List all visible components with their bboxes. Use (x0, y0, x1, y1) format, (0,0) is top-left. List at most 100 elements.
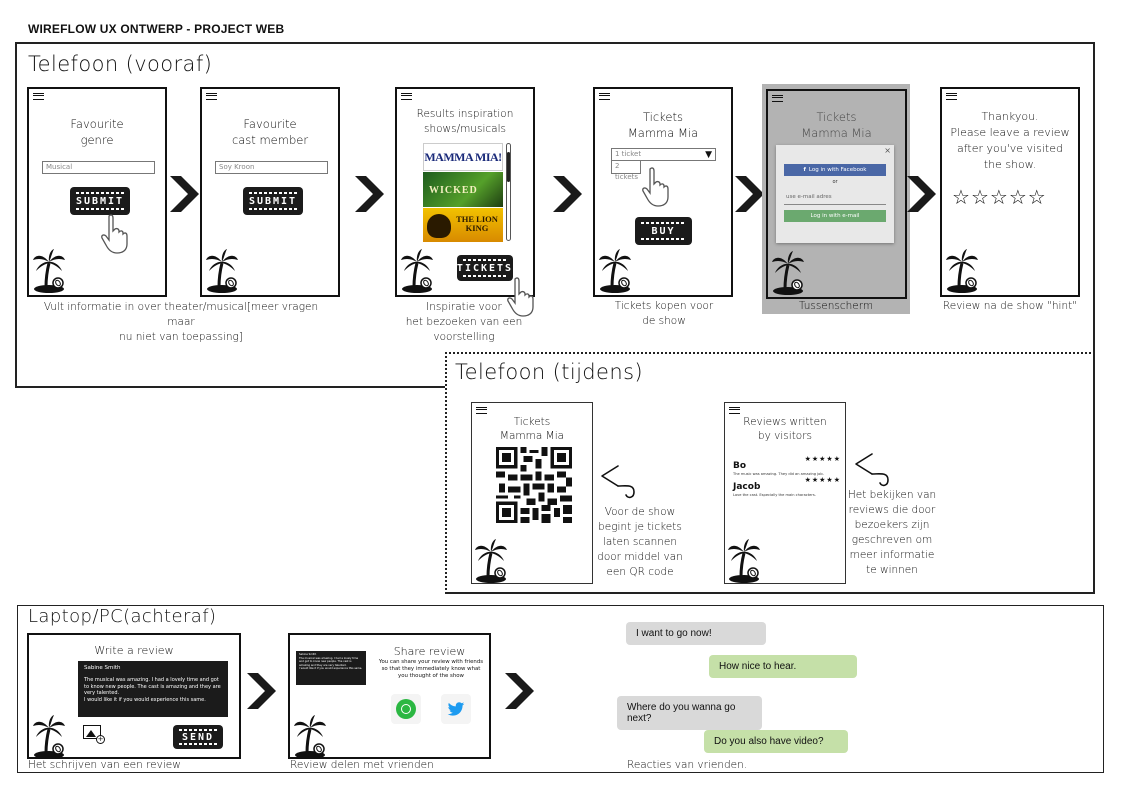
qr-code-icon (496, 447, 572, 523)
caption-genre: Vult informatie in over theater/musical[… (43, 301, 319, 343)
screen-title: Tickets Mamma Mia (801, 110, 872, 140)
tickets-button-label: TICKETS (456, 262, 514, 274)
section-after (17, 605, 1104, 773)
review-stars: ★★★★★ (804, 455, 841, 463)
chat-bubble-incoming: Where do you wanna go next? (617, 696, 762, 730)
screen-share-review: Sabine Smith The musical was amazing. I … (288, 633, 491, 759)
flow-arrow-icon (550, 174, 584, 214)
review-preview: Sabine Smith The musical was amazing. I … (296, 651, 366, 685)
document-title: WIREFLOW UX ONTWERP - PROJECT WEB (28, 22, 285, 36)
caption-write: Het schrijven van een review (28, 759, 181, 771)
rating-stars[interactable]: ☆☆☆☆☆ (952, 185, 1074, 209)
palm-logo-icon (32, 249, 66, 293)
email-input[interactable]: use e-mail adres (784, 194, 886, 205)
send-button[interactable]: SEND (173, 725, 223, 749)
screen-title: Favourite genre (70, 117, 124, 147)
caption-reviews: Het bekijken van reviews die door bezoek… (847, 489, 937, 576)
review-item: Jacob ★★★★★ Love the cast. Especially th… (733, 474, 841, 498)
ticket-select[interactable]: 1 ticket ▼ (611, 148, 716, 161)
email-login-button[interactable]: Log in with e-mail (784, 210, 886, 222)
palm-logo-icon (771, 251, 805, 295)
flow-arrow-icon (502, 671, 536, 711)
caption-share: Review delen met vrienden (290, 759, 434, 771)
screen-thankyou: Thankyou. Please leave a review after yo… (940, 87, 1080, 297)
submit-button-label: SUBMIT (75, 195, 125, 207)
palm-logo-icon (474, 539, 508, 583)
caption-chat: Reacties van vrienden. (627, 759, 748, 771)
menu-icon[interactable] (206, 93, 217, 100)
review-text: The music was amazing. They did an amazi… (733, 472, 824, 476)
submit-button[interactable]: SUBMIT (70, 187, 130, 215)
menu-icon[interactable] (729, 407, 740, 414)
buy-button-label: BUY (651, 225, 676, 237)
flow-arrow-icon (732, 174, 766, 214)
results-scrollbar[interactable] (506, 143, 511, 241)
star-icon[interactable]: ☆ (1027, 185, 1047, 209)
chat-bubble-outgoing: How nice to hear. (709, 655, 857, 678)
add-photo-icon[interactable]: + (83, 725, 105, 744)
dropdown-triangle-icon[interactable]: ▼ (705, 150, 712, 160)
review-textarea[interactable]: Sabine Smith The musical was amazing. I … (78, 661, 228, 717)
reviewer-name: Jacob (733, 482, 761, 492)
screen-title: Tickets Mamma Mia (627, 110, 699, 140)
close-icon[interactable]: × (884, 146, 891, 155)
menu-icon[interactable] (946, 93, 957, 100)
poster-title: THE LION KING (456, 214, 498, 233)
star-icon[interactable]: ☆ (952, 185, 971, 209)
screen-qr-ticket: Tickets Mamma Mia (471, 402, 593, 584)
pointer-hand-icon (99, 214, 133, 254)
buy-button[interactable]: BUY (635, 217, 692, 245)
share-description: You can share your review with friends s… (378, 659, 484, 679)
review-author: Sabine Smith (84, 665, 121, 671)
screen-title: Reviews written by visitors (743, 416, 827, 442)
poster-title: WICKED (429, 185, 478, 196)
submit-button-label: SUBMIT (248, 195, 298, 207)
review-body: The musical was amazing. I had a lovely … (84, 677, 221, 703)
menu-icon[interactable] (599, 93, 610, 100)
twitter-icon[interactable] (441, 694, 471, 724)
screen-write-review: Write a review Sabine Smith The musical … (27, 633, 241, 759)
star-icon[interactable]: ☆ (989, 185, 1009, 209)
curved-arrow-icon (850, 450, 894, 490)
poster-lion-king[interactable]: THE LION KING (423, 208, 503, 242)
palm-logo-icon (945, 249, 979, 293)
section-title-before: Telefoon (vooraf) (28, 52, 213, 76)
star-icon[interactable]: ☆ (970, 185, 990, 209)
menu-icon[interactable] (33, 93, 44, 100)
poster-wicked[interactable]: WICKED (423, 172, 503, 207)
ticket-select-value: 1 ticket (615, 150, 642, 158)
section-title-after: Laptop/PC(achteraf) (28, 606, 217, 627)
flow-arrow-icon (352, 174, 386, 214)
palm-logo-icon (293, 715, 327, 759)
palm-logo-icon (727, 539, 761, 583)
reviewer-name: Bo (733, 461, 747, 471)
screen-results: Results inspiration shows/musicals MAMMA… (395, 87, 535, 297)
caption-qr: Voor de show begint je tickets laten sca… (597, 506, 683, 578)
cast-input[interactable]: Soy Kroon (215, 161, 328, 174)
or-divider: or (832, 179, 838, 185)
review-text: Love the cast. Especially the main chara… (733, 493, 816, 497)
ticket-option[interactable]: 2 tickets (611, 161, 641, 181)
menu-icon[interactable] (401, 93, 412, 100)
screen-title: Write a review (94, 644, 174, 657)
pointer-hand-icon (640, 167, 674, 207)
facebook-icon: f (803, 167, 806, 173)
menu-icon[interactable] (476, 407, 487, 414)
poster-title: MAMMA MIA! (424, 150, 502, 164)
scrollbar-thumb[interactable] (507, 152, 510, 182)
caption-tickets: Tickets kopen voor de show (614, 300, 714, 327)
poster-mamma-mia[interactable]: MAMMA MIA! (423, 143, 503, 171)
screen-title: Share review (393, 645, 466, 658)
screen-title: Results inspiration shows/musicals (416, 108, 514, 135)
submit-button[interactable]: SUBMIT (243, 187, 303, 215)
facebook-login-label: Log in with Facebook (808, 167, 867, 173)
flow-arrow-icon (167, 174, 201, 214)
curved-arrow-icon (596, 462, 640, 502)
tickets-button[interactable]: TICKETS (457, 255, 513, 281)
genre-input[interactable]: Musical (42, 161, 155, 174)
whatsapp-icon[interactable] (391, 694, 421, 724)
star-icon[interactable]: ☆ (1008, 185, 1028, 209)
menu-icon[interactable] (772, 95, 783, 102)
